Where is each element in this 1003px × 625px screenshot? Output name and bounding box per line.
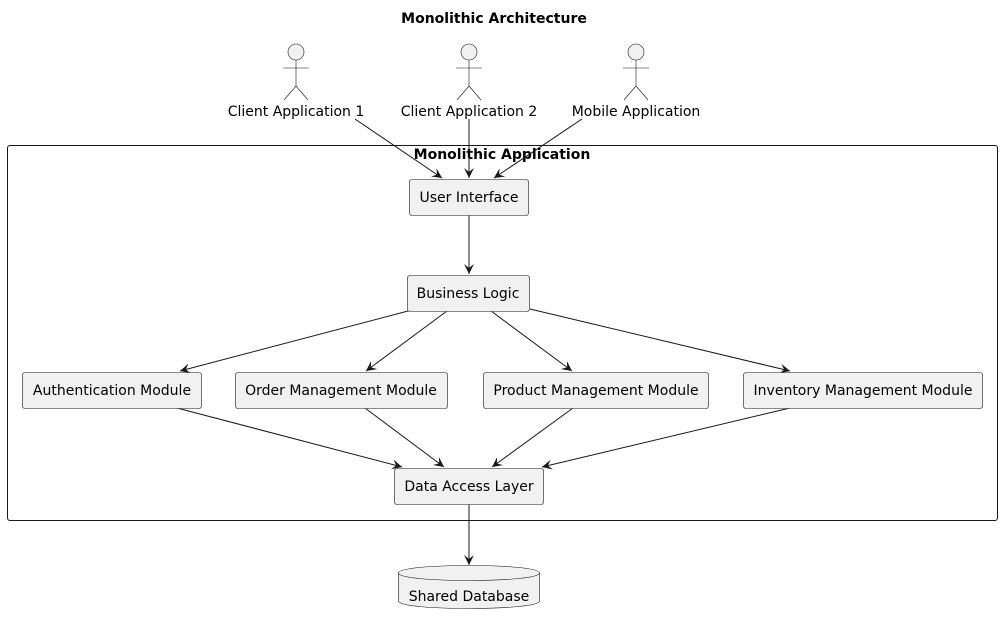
component-label: Order Management Module bbox=[245, 383, 437, 399]
component-user-interface: User Interface bbox=[409, 179, 529, 216]
database-shared-database: Shared Database bbox=[398, 565, 540, 609]
component-label: User Interface bbox=[419, 190, 518, 206]
actor-label: Client Application 1 bbox=[228, 104, 365, 120]
component-authentication-module: Authentication Module bbox=[22, 372, 202, 409]
component-label: Authentication Module bbox=[33, 383, 191, 399]
component-label: Business Logic bbox=[417, 286, 520, 302]
component-product-management-module: Product Management Module bbox=[483, 372, 709, 409]
database-label: Shared Database bbox=[409, 589, 530, 605]
component-order-management-module: Order Management Module bbox=[235, 372, 448, 409]
edge-business-to-product bbox=[490, 310, 573, 372]
edge-product-to-dal bbox=[491, 407, 574, 468]
component-data-access-layer: Data Access Layer bbox=[394, 468, 544, 505]
edge-inventory-to-dal bbox=[541, 407, 791, 470]
database-icon bbox=[398, 565, 540, 609]
component-label: Product Management Module bbox=[493, 383, 698, 399]
component-label: Data Access Layer bbox=[404, 479, 534, 495]
edge-client1-to-ui bbox=[354, 118, 443, 179]
edge-business-to-inventory bbox=[529, 308, 791, 374]
actor-client-application-1: Client Application 1 bbox=[228, 43, 365, 120]
package-monolithic-application: Monolithic Application bbox=[7, 145, 998, 521]
component-inventory-management-module: Inventory Management Module bbox=[743, 372, 983, 409]
diagram-title: Monolithic Architecture bbox=[401, 11, 587, 27]
edge-order-to-dal bbox=[364, 407, 445, 468]
actor-label: Client Application 2 bbox=[401, 104, 538, 120]
edge-business-to-order bbox=[365, 310, 448, 372]
edge-business-to-auth bbox=[179, 310, 409, 374]
package-title: Monolithic Application bbox=[414, 147, 591, 163]
edge-mobile-to-ui bbox=[493, 118, 583, 179]
edge-auth-to-dal bbox=[176, 407, 403, 470]
component-label: Inventory Management Module bbox=[754, 383, 973, 399]
actor-label: Mobile Application bbox=[572, 104, 701, 120]
actor-client-application-2: Client Application 2 bbox=[401, 43, 538, 120]
actor-mobile-application: Mobile Application bbox=[572, 43, 701, 120]
component-business-logic: Business Logic bbox=[407, 275, 530, 312]
